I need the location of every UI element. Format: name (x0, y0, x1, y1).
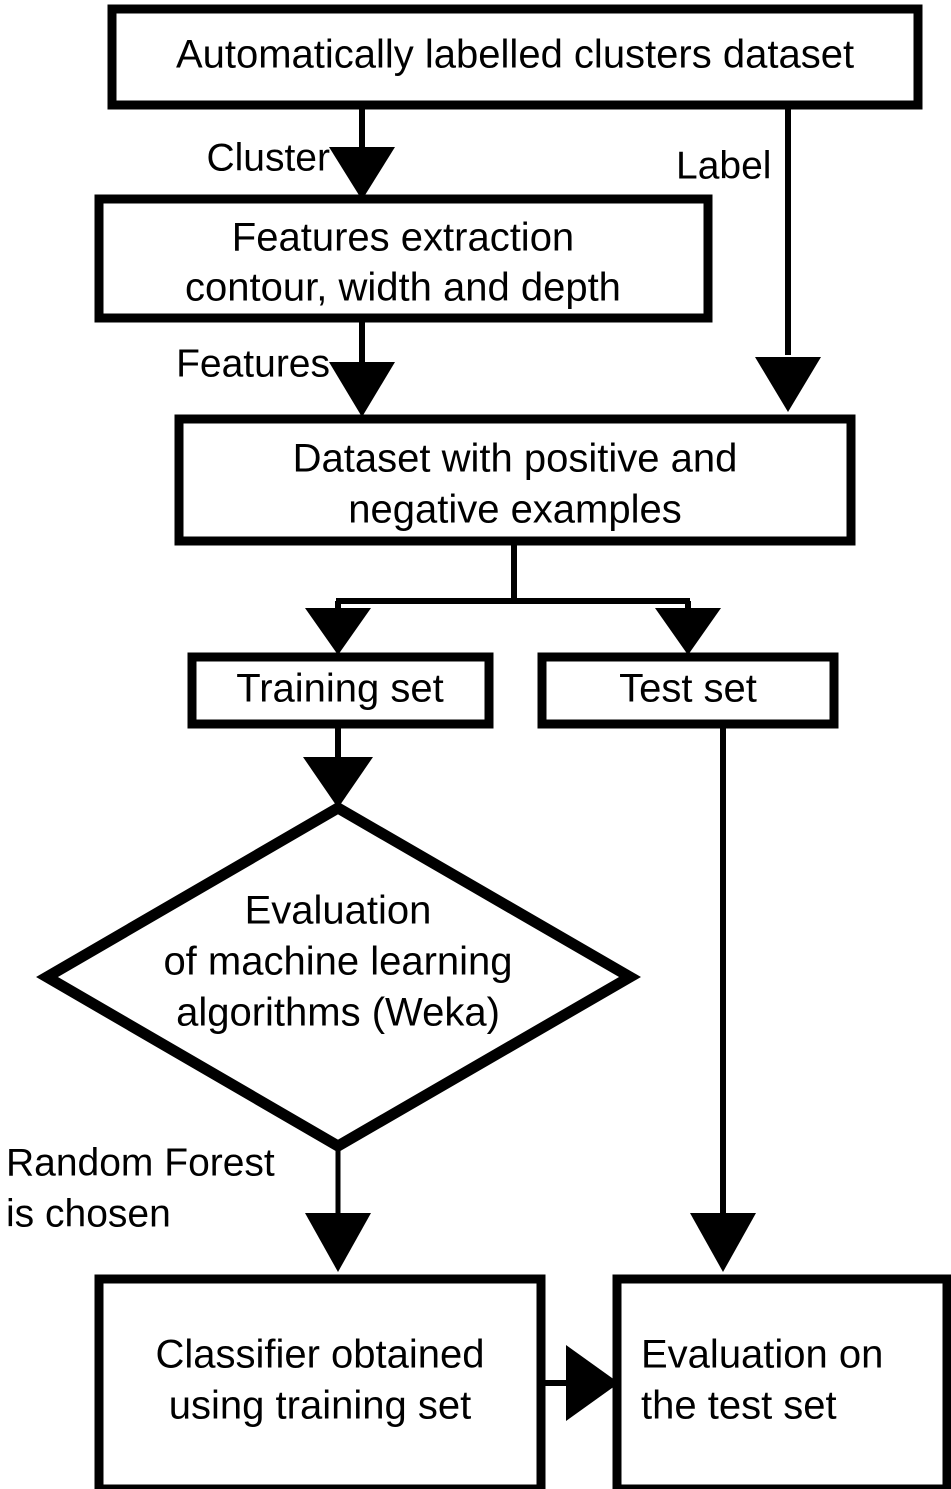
node-evaluation-test-label-line1: Evaluation on (641, 1333, 883, 1377)
edge-label-label: Label (676, 144, 771, 187)
node-features-extraction-label-line1: Features extraction (232, 216, 574, 260)
node-features-extraction-box[interactable] (94, 194, 713, 323)
edge-test-to-evaluation-test (690, 727, 756, 1272)
node-evaluation-ml-label-line1: Evaluation (245, 889, 432, 933)
node-features-extraction-label-line2: contour, width and depth (185, 266, 621, 310)
edge-label-cluster: Cluster (206, 136, 330, 179)
node-classifier[interactable]: Classifier obtained using training set (94, 1274, 546, 1489)
edge-split-test-arrowhead (655, 608, 721, 655)
node-training-set-box[interactable] (187, 652, 494, 729)
node-training-set-label: Training set (236, 667, 444, 711)
node-test-set[interactable]: Test set (537, 652, 839, 729)
node-test-set-box[interactable] (537, 652, 839, 729)
edge-cluster (329, 105, 395, 200)
edge-label-random-forest-line2: is chosen (6, 1192, 171, 1235)
edge-classifier-eval-arrowhead (566, 1345, 619, 1421)
node-classifier-box[interactable] (94, 1274, 546, 1489)
node-dataset-examples-label-line1: Dataset with positive and (293, 437, 738, 481)
edge-training-to-evaluation (303, 727, 373, 808)
edge-cluster-arrowhead (329, 147, 395, 200)
node-classifier-label-line1: Classifier obtained (155, 1333, 484, 1377)
node-evaluation-test-box[interactable] (612, 1274, 951, 1489)
node-evaluation-test-label-line2: the test set (641, 1384, 837, 1428)
edge-test-eval-arrowhead (690, 1213, 756, 1272)
node-dataset-source-label: Automatically labelled clusters dataset (176, 33, 854, 77)
node-test-set-label: Test set (619, 667, 757, 711)
edge-label-random-forest-line1: Random Forest (6, 1141, 275, 1184)
edge-random-forest-arrowhead (305, 1213, 371, 1272)
edge-split (305, 545, 721, 655)
edge-random-forest (305, 1145, 371, 1272)
node-evaluation-ml-label-line2: of machine learning (163, 940, 512, 984)
edge-training-eval-arrowhead (303, 757, 373, 808)
node-dataset-source[interactable]: Automatically labelled clusters dataset (107, 4, 923, 110)
node-evaluation-ml-label-line3: algorithms (Weka) (176, 991, 500, 1035)
edge-features (329, 322, 395, 417)
node-classifier-label-line2: using training set (169, 1384, 471, 1428)
edge-split-training-arrowhead (305, 608, 371, 655)
node-dataset-examples-box[interactable] (174, 414, 856, 546)
node-training-set[interactable]: Training set (187, 652, 494, 729)
node-dataset-examples-label-line2: negative examples (348, 488, 682, 532)
node-evaluation-test[interactable]: Evaluation on the test set (612, 1274, 951, 1489)
node-evaluation-ml[interactable]: Evaluation of machine learning algorithm… (36, 801, 641, 1153)
node-dataset-examples[interactable]: Dataset with positive and negative examp… (174, 414, 856, 546)
edge-label-features: Features (176, 342, 330, 385)
edge-label-path (755, 105, 821, 412)
node-features-extraction[interactable]: Features extraction contour, width and d… (94, 194, 713, 323)
node-evaluation-ml-diamond[interactable] (36, 801, 641, 1153)
node-dataset-source-box[interactable] (107, 4, 923, 110)
edge-classifier-to-evaluation (545, 1345, 619, 1421)
edge-label-arrowhead (755, 357, 821, 412)
edge-features-arrowhead (329, 362, 395, 417)
